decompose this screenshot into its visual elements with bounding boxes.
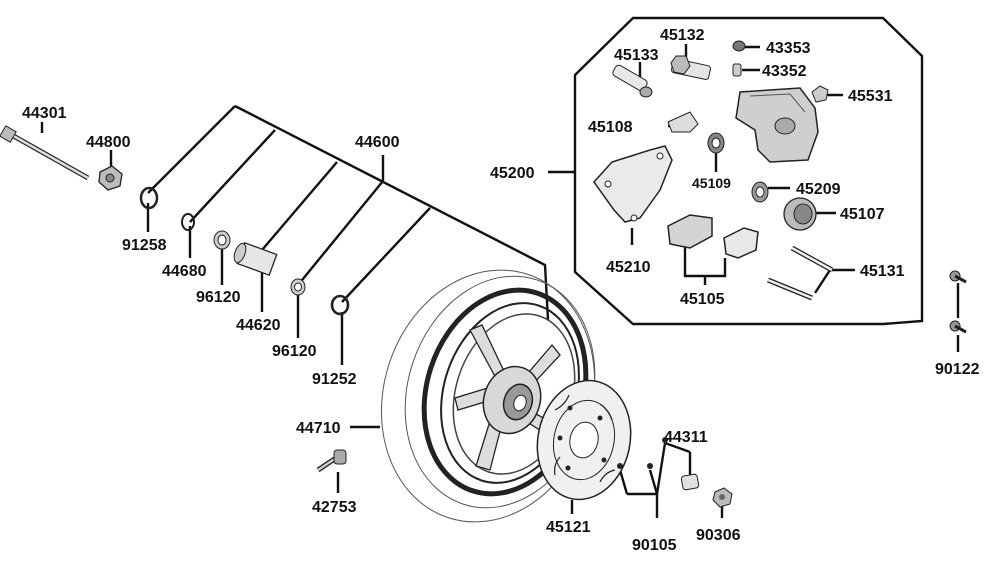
label-45105: 45105 bbox=[680, 291, 725, 308]
flange-nut-part bbox=[712, 487, 733, 508]
label-90122: 90122 bbox=[935, 361, 980, 378]
caliper-bolts-part bbox=[767, 245, 834, 301]
label-44620: 44620 bbox=[236, 317, 281, 334]
label-45133: 45133 bbox=[614, 47, 659, 64]
bleeder-cap-part bbox=[732, 40, 746, 52]
label-45108: 45108 bbox=[588, 119, 633, 136]
leader-lines bbox=[40, 44, 960, 518]
brake-disc-part bbox=[536, 379, 632, 501]
label-90306: 90306 bbox=[696, 527, 741, 544]
label-44311: 44311 bbox=[664, 429, 708, 446]
spacer-collar-part bbox=[233, 242, 278, 276]
label-44800: 44800 bbox=[86, 134, 131, 151]
caliper-pin-part bbox=[670, 55, 711, 80]
label-90105: 90105 bbox=[632, 537, 677, 554]
label-45109: 45109 bbox=[692, 175, 731, 191]
label-91252: 91252 bbox=[312, 371, 357, 388]
axle-bolt-part bbox=[0, 125, 90, 181]
label-42753: 42753 bbox=[312, 499, 357, 516]
label-45209: 45209 bbox=[796, 181, 841, 198]
brake-pads-part bbox=[667, 214, 759, 259]
bearing-part-a bbox=[213, 230, 231, 250]
collar-part bbox=[680, 473, 700, 491]
part-number-labels: 44301 44800 44600 91258 44680 96120 4462… bbox=[22, 27, 980, 554]
label-44680: 44680 bbox=[162, 263, 207, 280]
axle-nut-part bbox=[98, 165, 123, 191]
caliper-body-part bbox=[735, 87, 819, 163]
label-44710: 44710 bbox=[296, 420, 341, 437]
piston-part bbox=[783, 197, 817, 231]
wheel-tire-assembly bbox=[380, 269, 596, 523]
retaining-ring-part bbox=[181, 213, 195, 231]
label-45200: 45200 bbox=[490, 165, 535, 182]
label-91258: 91258 bbox=[122, 237, 167, 254]
label-96120-b: 96120 bbox=[272, 343, 317, 360]
label-45131: 45131 bbox=[860, 263, 905, 280]
caliper-bracket-part bbox=[593, 145, 673, 223]
label-44600: 44600 bbox=[355, 134, 400, 151]
circlip-part bbox=[139, 186, 159, 210]
label-96120-a: 96120 bbox=[196, 289, 241, 306]
piston-seal-part bbox=[707, 132, 725, 154]
label-45210: 45210 bbox=[606, 259, 651, 276]
pad-spring-part bbox=[667, 111, 699, 133]
disc-bolts-part bbox=[617, 437, 668, 469]
bleeder-screw-part bbox=[732, 63, 742, 77]
dust-seal-part bbox=[751, 181, 769, 203]
bearing-part-b bbox=[290, 278, 306, 296]
label-44301: 44301 bbox=[22, 105, 67, 122]
label-45121: 45121 bbox=[546, 519, 591, 536]
bleed-valve-part bbox=[811, 85, 829, 103]
label-45107: 45107 bbox=[840, 206, 885, 223]
mounting-bolts-part bbox=[949, 270, 967, 334]
label-45531: 45531 bbox=[848, 88, 893, 105]
oil-seal-part bbox=[330, 294, 350, 316]
label-45132: 45132 bbox=[660, 27, 705, 44]
caliper-group-box bbox=[573, 16, 924, 326]
label-43353: 43353 bbox=[766, 40, 811, 57]
tire-valve-part bbox=[316, 449, 347, 473]
slide-pin-part bbox=[612, 64, 653, 98]
label-43352: 43352 bbox=[762, 63, 807, 80]
